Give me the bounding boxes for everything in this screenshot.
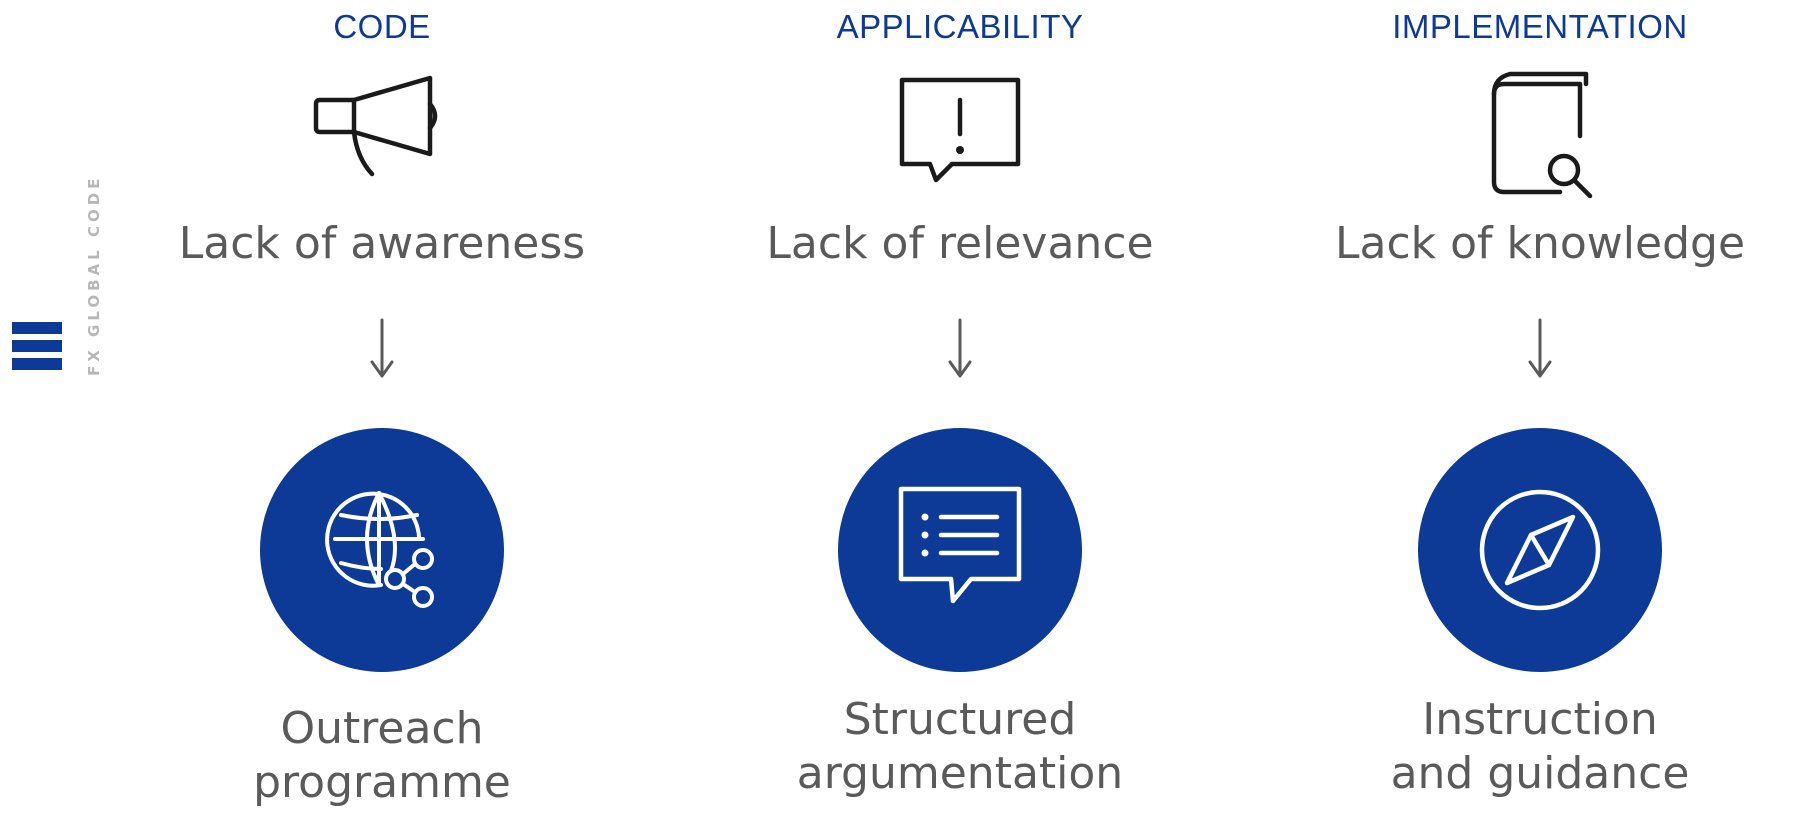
problem-label: Lack of relevance: [766, 218, 1154, 269]
arrow-down-icon: [948, 318, 972, 378]
solution-line-1: Outreach: [280, 703, 484, 754]
list-speech-bubble-icon: [898, 486, 1022, 604]
megaphone-icon: [313, 75, 438, 177]
solution-line-2: programme: [253, 757, 511, 808]
column-code: CODE Lack of awareness: [122, 0, 642, 813]
compass-icon: [1479, 489, 1601, 611]
brand-logo-bars: [12, 322, 62, 370]
column-heading: IMPLEMENTATION: [1392, 8, 1688, 45]
column-heading: CODE: [333, 8, 431, 45]
solution-label: Outreach programme: [122, 702, 642, 810]
solution-line-2: and guidance: [1390, 748, 1690, 799]
solution-line-1: Instruction: [1422, 694, 1658, 745]
globe-share-icon: [325, 491, 434, 608]
arrow-down-icon: [1528, 318, 1552, 378]
alert-speech-bubble-icon: [899, 77, 1021, 183]
solution-label: Instruction and guidance: [1280, 693, 1800, 801]
solution-badge: [260, 428, 504, 672]
brand-vertical-label: FX GLOBAL CODE: [85, 174, 103, 376]
column-implementation: IMPLEMENTATION Lack of knowledge Instruc…: [1280, 0, 1800, 813]
solution-badge: [838, 428, 1082, 672]
book-search-icon: [1491, 71, 1593, 199]
column-heading: APPLICABILITY: [836, 8, 1084, 45]
column-applicability: APPLICABILITY Lack of relevance Struct: [700, 0, 1220, 813]
solution-line-1: Structured: [843, 694, 1077, 745]
arrow-down-icon: [370, 318, 394, 378]
solution-line-2: argumentation: [796, 748, 1124, 799]
problem-label: Lack of awareness: [178, 218, 586, 269]
solution-label: Structured argumentation: [700, 693, 1220, 801]
problem-label: Lack of knowledge: [1334, 218, 1746, 269]
solution-badge: [1418, 428, 1662, 672]
